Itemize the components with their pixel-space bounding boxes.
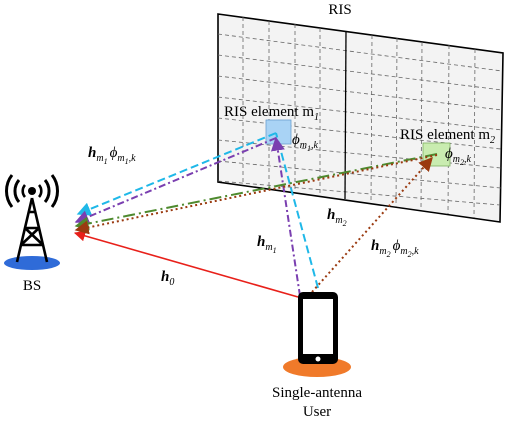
purple-user-to-m1	[270, 136, 301, 297]
phi-m2k-label: ϕm2,k	[445, 146, 472, 167]
user-label-line1: Single-antenna	[272, 385, 362, 401]
green-m2-to-bs	[74, 153, 438, 231]
purple-m1-to-bs	[74, 137, 277, 224]
bs-label: BS	[23, 278, 41, 294]
user-label-line2: User	[303, 404, 331, 420]
brown-m2-to-bs	[74, 154, 438, 235]
smartphone-icon	[283, 292, 351, 377]
signal-paths	[73, 132, 438, 298]
ris-divider	[344, 30, 347, 200]
hm1-phi-label: hm1ϕm1,k	[88, 145, 136, 166]
ris-title: RIS	[328, 2, 351, 18]
element-m2-label: RIS element m2	[400, 127, 495, 146]
hm1-label: hm1	[257, 234, 277, 255]
element-m1-label: RIS element m1	[224, 104, 319, 123]
hm2-label: hm2	[327, 207, 347, 228]
cyan-user-to-m1	[275, 132, 319, 289]
cell-tower-icon	[4, 174, 60, 270]
ris-grid	[217, 17, 503, 219]
hm2-phi-label: hm2ϕm2,k	[371, 238, 419, 259]
direct-link-arrow	[73, 230, 299, 298]
phi-m1k-label: ϕm1,k	[292, 132, 319, 153]
h0-label: h0	[161, 269, 174, 288]
